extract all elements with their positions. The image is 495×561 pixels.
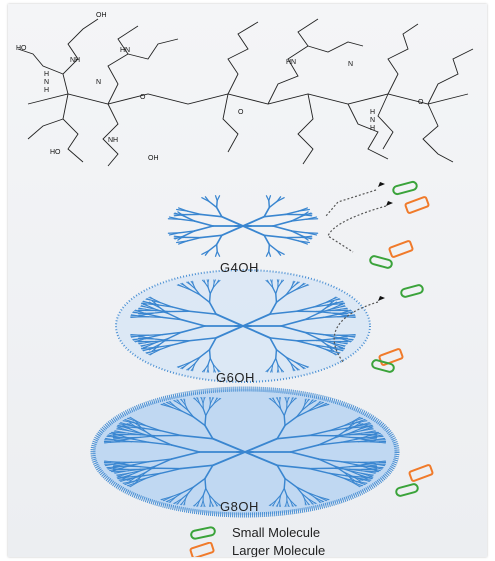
diffusion-path — [328, 206, 386, 252]
dendrimer-g4oh — [168, 196, 317, 257]
generation-label-g8: G8OH — [220, 499, 259, 514]
legend-larger-molecule: Larger Molecule — [188, 542, 325, 557]
larger-molecule-icon — [379, 349, 403, 366]
figure-page: HO OH NH HN N O H N H HO OH NH O HN N O … — [8, 4, 487, 557]
arrow-icon — [378, 296, 385, 301]
larger-molecule-icon — [409, 465, 433, 482]
larger-molecule-icon — [188, 542, 218, 557]
legend-small-label: Small Molecule — [232, 525, 320, 540]
legend-large-label: Larger Molecule — [232, 543, 325, 558]
generation-label-g6: G6OH — [216, 370, 255, 385]
small-molecule-icon — [188, 526, 218, 540]
small-molecule-icon — [395, 483, 418, 496]
larger-molecule-icon — [405, 197, 429, 214]
small-molecule-icon — [400, 284, 423, 297]
dendrimer-g8oh — [93, 389, 397, 515]
arrow-icon — [378, 182, 385, 187]
legend-small-molecule: Small Molecule — [188, 525, 320, 540]
dendrimer-g6oh — [116, 270, 370, 382]
diffusion-path — [326, 190, 376, 216]
arrow-icon — [386, 201, 393, 206]
larger-molecule-icon — [389, 241, 413, 258]
small-molecule-icon — [369, 255, 392, 268]
small-molecule-icon — [392, 181, 417, 195]
dendrimer-diagram — [8, 4, 487, 557]
generation-label-g4: G4OH — [220, 260, 259, 275]
